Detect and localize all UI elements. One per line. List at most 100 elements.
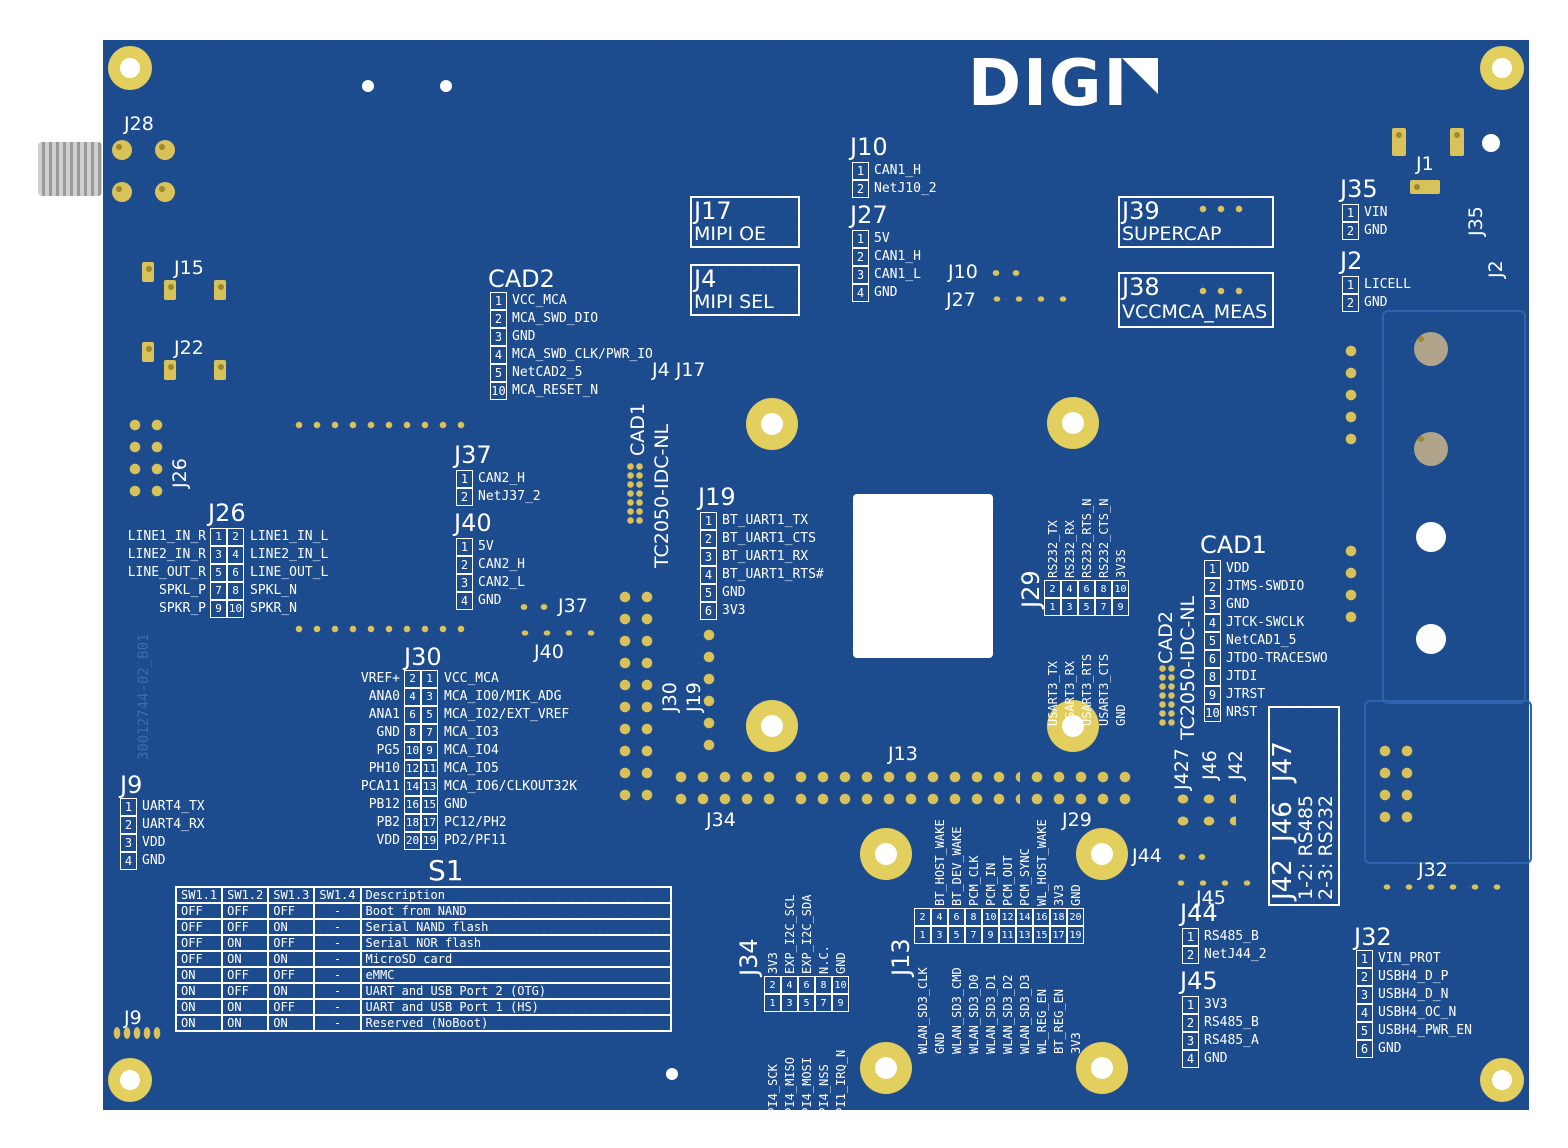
j15-label: J15 [174, 257, 204, 279]
pin-label: GND [478, 593, 502, 608]
j4-sub-label: MIPI SEL [694, 291, 774, 313]
pin-number: 17 [1050, 926, 1067, 944]
table-cell: OFF [174, 902, 224, 920]
pin-label: GND [512, 329, 536, 344]
pad [142, 262, 154, 282]
pin-number: 4 [781, 976, 798, 994]
j27-label: J27 [850, 201, 888, 229]
pin-number: 3 [210, 546, 227, 564]
pin-label: VREF+ [360, 671, 400, 686]
pin-label: USART3_RTS [1080, 653, 1094, 726]
j35-label: J35 [1340, 175, 1378, 203]
pin-label: JTDO-TRACESWO [1226, 651, 1328, 666]
rj45-pads [1340, 540, 1362, 628]
pin-label: 5V [874, 231, 890, 246]
mounting-hole [108, 1058, 152, 1102]
pin-number: 2 [227, 528, 244, 546]
pin-number: 1 [1342, 204, 1359, 222]
mounting-hole [1076, 828, 1128, 880]
j39-box: J39 SUPERCAP [1118, 196, 1274, 248]
pin-label: 3V3 [1204, 997, 1228, 1012]
pin-number: 6 [404, 706, 421, 724]
pin-number: 1 [456, 538, 473, 556]
pin-number: 12 [404, 760, 421, 778]
pin-label: PCM_OUT [1001, 855, 1015, 906]
pin-number: 9 [1204, 686, 1221, 704]
pin-number: 4 [490, 346, 507, 364]
sma-connector [38, 142, 102, 196]
pin-number: 18 [1050, 908, 1067, 926]
mounting-hole [860, 828, 912, 880]
pin-number: 2 [852, 180, 869, 198]
cad2-pads [1158, 664, 1176, 728]
tc2050-label-2: TC2050-IDC-NL [1177, 595, 1199, 740]
table-cell: eMMC [359, 966, 672, 984]
pin-number: 2 [764, 976, 781, 994]
pin-label: RS485_B [1204, 929, 1259, 944]
fiducial [362, 80, 374, 92]
pad [164, 280, 176, 300]
pin-number: 11 [999, 926, 1016, 944]
pin-number: 13 [1016, 926, 1033, 944]
table-cell: OFF [221, 918, 270, 936]
pin-label: GND [1069, 884, 1083, 906]
pin-number: 9 [210, 600, 227, 618]
pad [1450, 128, 1464, 156]
table-header: SW1.3 [267, 886, 316, 904]
pin-number: 5 [1356, 1022, 1373, 1040]
pin-number: 7 [965, 926, 982, 944]
cad2-label: CAD2 [488, 265, 555, 293]
pin-label: ANA0 [368, 689, 400, 704]
pin-label: RS232_CTS_N [1097, 498, 1111, 578]
table-header: SW1.2 [221, 886, 270, 904]
pin-number: 2 [404, 670, 421, 688]
digi-logo: DIGI [968, 47, 1130, 121]
pin-label: GND [1204, 1051, 1228, 1066]
pin-number: 20 [404, 832, 421, 850]
mounting-hole [860, 1042, 912, 1094]
j44-label: J44 [1180, 899, 1218, 927]
pin-label: CAN2_L [478, 575, 525, 590]
j46-label: J46 [1268, 801, 1298, 842]
pin-label: 3V3S [1114, 549, 1128, 578]
pin-label: SPI4_MOSI [800, 1056, 814, 1122]
pin-number: 1 [1342, 276, 1359, 294]
pin-label: VCC_MCA [444, 671, 499, 686]
pin-label: CAN1_H [874, 163, 921, 178]
pin-label: SPKR_N [250, 601, 297, 616]
pin-number: 10 [1112, 580, 1129, 598]
pin-label: VDD [376, 833, 400, 848]
table-cell: - [313, 950, 362, 968]
pin-number: 2 [1342, 294, 1359, 312]
pin-number: 17 [421, 814, 438, 832]
pin-number: 8 [815, 976, 832, 994]
j13-pads [790, 766, 1020, 810]
pin-number: 2 [700, 530, 717, 548]
pin-label: WLAN_SD3_CMD [950, 967, 964, 1054]
usb-connector-outline [1364, 700, 1532, 864]
j40-label: J40 [454, 509, 492, 537]
part-number: 30012744-02_B01 [136, 633, 152, 760]
pin-number: 6 [1356, 1040, 1373, 1058]
pin-label: PCA11 [360, 779, 400, 794]
pin-number: 6 [1204, 650, 1221, 668]
pad [214, 280, 226, 300]
pin-number: 3 [852, 266, 869, 284]
